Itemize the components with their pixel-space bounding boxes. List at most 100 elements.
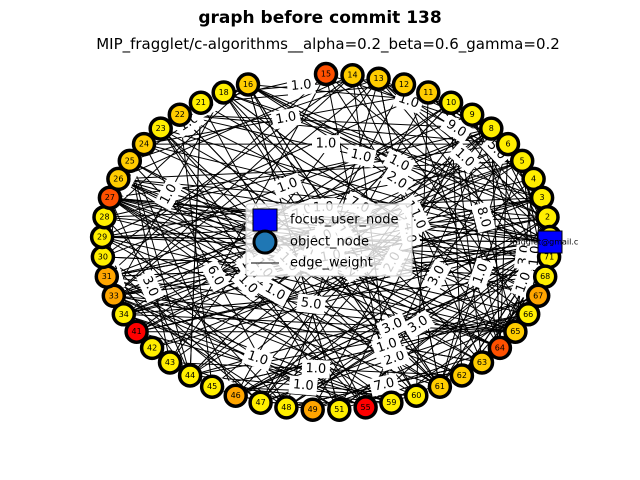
focus-node-group: fragglet@gmail.c	[510, 230, 578, 254]
object-node	[313, 61, 339, 87]
edge-label: 8.0	[473, 205, 493, 229]
object-node	[438, 90, 464, 115]
object-node	[111, 302, 137, 327]
node-label: 67	[533, 291, 543, 300]
object-node	[379, 390, 404, 415]
node-label: 42	[147, 343, 157, 352]
node-label: 44	[185, 371, 195, 380]
node-label: 65	[510, 327, 520, 336]
object-node	[515, 302, 541, 327]
edge-label: 1.0	[305, 361, 326, 377]
node-label: 64	[495, 343, 505, 352]
edge	[179, 114, 492, 130]
object-node	[391, 72, 417, 97]
node-label: 27	[105, 193, 115, 202]
edge-label-bg	[296, 293, 327, 315]
object-node	[366, 66, 391, 91]
node-label: 22	[175, 110, 185, 119]
node-label: 55	[361, 403, 371, 412]
object-node	[274, 395, 299, 420]
edge-label-bg	[258, 277, 292, 307]
node-label: 24	[139, 140, 149, 149]
object-node	[469, 350, 495, 375]
edge	[129, 160, 237, 396]
object-node	[106, 166, 131, 192]
node-label: 15	[321, 70, 331, 79]
node-label: 41	[132, 327, 142, 336]
legend: focus_user_node object_node edge_weight	[245, 203, 413, 277]
edge	[118, 160, 523, 180]
edge-label-group: 3.0	[375, 312, 409, 341]
object-node	[148, 116, 173, 141]
edge-label-group: 3.0	[422, 259, 452, 293]
edge-label-group: 1.0	[370, 332, 404, 359]
edge	[179, 114, 509, 145]
node-label: 21	[196, 98, 206, 107]
edge	[104, 216, 287, 408]
object-node	[459, 102, 485, 127]
edge	[101, 92, 429, 238]
node-label: 6	[505, 140, 510, 149]
legend-box	[245, 203, 413, 277]
edge-label-bg	[136, 270, 164, 304]
node-label: 23	[156, 124, 166, 133]
edge-label-bg	[231, 267, 264, 301]
edge	[109, 197, 417, 397]
object-node	[449, 363, 475, 388]
edge-label-group: 1.0	[467, 257, 495, 291]
edge-label-bg	[270, 106, 302, 130]
node-label: 12	[399, 80, 409, 89]
node-label: 68	[540, 272, 550, 281]
edge-label-bg	[200, 259, 230, 293]
edge-label-bg	[286, 75, 316, 96]
node-label: 61	[435, 382, 445, 391]
graph-title: graph before commit 138	[198, 8, 442, 28]
node-label: 43	[165, 358, 175, 367]
node-label: 2	[545, 213, 550, 222]
edge-label-group: 8.0	[470, 201, 496, 234]
edge	[129, 160, 191, 376]
object-node	[223, 383, 248, 408]
node-label: 14	[347, 71, 357, 80]
edge-label: 1.0	[470, 262, 491, 287]
edge-label-bg	[439, 113, 473, 144]
edge	[151, 241, 551, 349]
edge-label-group: 3.0	[401, 309, 435, 340]
graph-subtitle: MIP_fragglet/c-algorithms__alpha=0.2_bet…	[96, 35, 560, 53]
object-node	[404, 383, 429, 408]
edge-label-bg	[312, 135, 340, 154]
node-label: 63	[477, 358, 487, 367]
edge	[439, 143, 509, 387]
edge-label-bg	[447, 141, 481, 175]
edge-label-bg	[467, 257, 495, 291]
object-node	[188, 90, 214, 115]
object-node	[211, 80, 236, 105]
object-node	[327, 397, 352, 422]
node-label: 4	[531, 174, 536, 183]
edge-label-group: 5.0	[296, 293, 327, 315]
legend-object-label: object_node	[290, 235, 369, 250]
object-node	[479, 116, 504, 141]
object-node	[416, 80, 441, 105]
node-label: 62	[457, 371, 467, 380]
object-node	[131, 131, 157, 157]
node-label: 5	[520, 156, 525, 165]
edge	[129, 160, 171, 363]
edge-label-group: 7.0	[368, 373, 400, 397]
edge-label-group: 1.0	[154, 177, 184, 211]
object-node	[353, 395, 378, 420]
node-label: 33	[109, 291, 119, 300]
object-node	[495, 131, 521, 157]
edge	[189, 102, 202, 376]
edge-label-bg	[301, 359, 331, 379]
edge-label-bg	[271, 172, 304, 200]
edge-label-bg	[401, 309, 435, 340]
object-node	[139, 335, 165, 361]
node-label: 28	[99, 213, 109, 222]
edge-label-group: 1.0	[286, 75, 316, 96]
legend-focus-label: focus_user_node	[290, 213, 399, 228]
object-node	[124, 319, 149, 344]
legend-edge-label: edge_weight	[290, 256, 373, 271]
node-label: 47	[256, 398, 266, 407]
